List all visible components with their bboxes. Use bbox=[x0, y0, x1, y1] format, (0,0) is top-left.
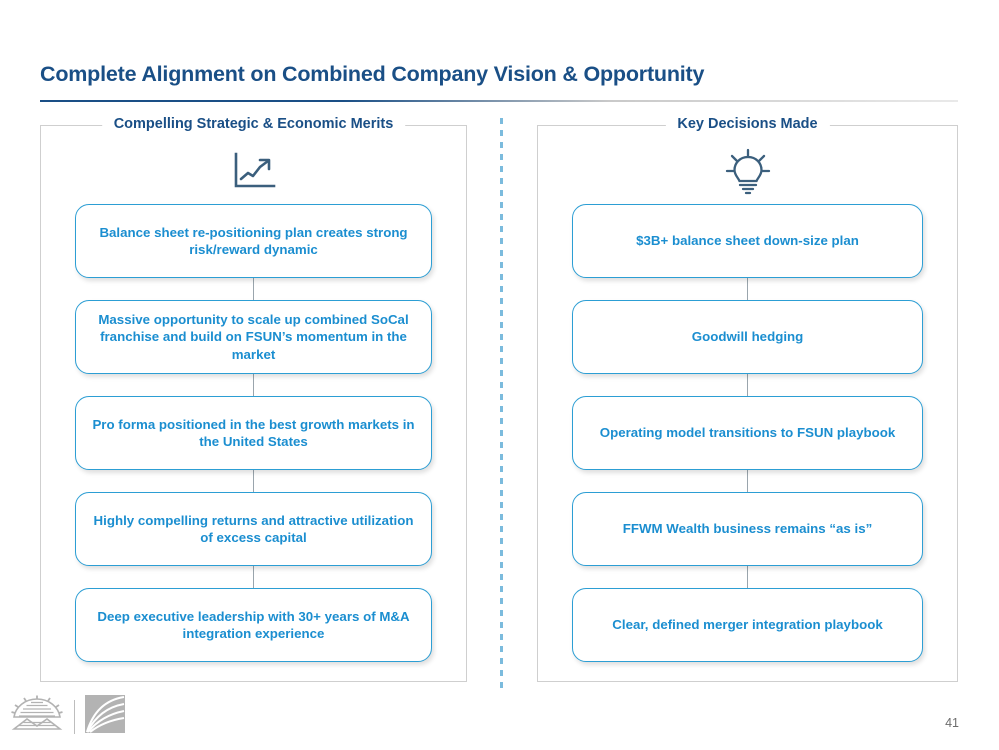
connector-line bbox=[253, 374, 254, 396]
growth-chart-icon bbox=[226, 148, 282, 196]
node-label: Deep executive leadership with 30+ years… bbox=[97, 608, 410, 641]
logo-separator bbox=[74, 699, 75, 734]
lightbulb-icon bbox=[720, 148, 776, 196]
node-wrap: FFWM Wealth business remains “as is” bbox=[572, 492, 923, 566]
list-item[interactable]: Deep executive leadership with 30+ years… bbox=[75, 588, 432, 662]
connector-line bbox=[747, 470, 748, 492]
node-wrap: Goodwill hedging bbox=[572, 300, 923, 374]
node-label: Pro forma positioned in the best growth … bbox=[92, 416, 415, 449]
connector-line bbox=[253, 278, 254, 300]
connector-line bbox=[747, 278, 748, 300]
connector-line bbox=[747, 566, 748, 588]
list-item[interactable]: Clear, defined merger integration playbo… bbox=[572, 588, 923, 662]
node-label: Massive opportunity to scale up combined… bbox=[98, 312, 409, 362]
node-wrap: Clear, defined merger integration playbo… bbox=[572, 588, 923, 662]
node-wrap: Massive opportunity to scale up combined… bbox=[75, 300, 432, 374]
page-number: 41 bbox=[945, 716, 959, 730]
list-item[interactable]: $3B+ balance sheet down-size plan bbox=[572, 204, 923, 278]
node-label: $3B+ balance sheet down-size plan bbox=[636, 233, 859, 249]
node-wrap: Highly compelling returns and attractive… bbox=[75, 492, 432, 566]
wave-mark-logo bbox=[85, 695, 125, 738]
panel-key-decisions: Key Decisions Made $3B+ balance sheet do… bbox=[537, 116, 958, 682]
page-title: Complete Alignment on Combined Company V… bbox=[40, 62, 705, 86]
column-divider bbox=[500, 118, 503, 688]
node-wrap: Balance sheet re-positioning plan create… bbox=[75, 204, 432, 278]
node-wrap: Operating model transitions to FSUN play… bbox=[572, 396, 923, 470]
node-wrap: Deep executive leadership with 30+ years… bbox=[75, 588, 432, 662]
sunrise-mountain-logo bbox=[10, 695, 64, 738]
list-item[interactable]: Massive opportunity to scale up combined… bbox=[75, 300, 432, 374]
right-node-chain: $3B+ balance sheet down-size plan Goodwi… bbox=[572, 204, 923, 662]
connector-line bbox=[253, 470, 254, 492]
title-underline-rule bbox=[40, 100, 958, 102]
connector-line bbox=[747, 374, 748, 396]
panel-strategic-merits: Compelling Strategic & Economic Merits B… bbox=[40, 116, 467, 682]
list-item[interactable]: FFWM Wealth business remains “as is” bbox=[572, 492, 923, 566]
connector-line bbox=[253, 566, 254, 588]
list-item[interactable]: Pro forma positioned in the best growth … bbox=[75, 396, 432, 470]
node-wrap: Pro forma positioned in the best growth … bbox=[75, 396, 432, 470]
left-node-chain: Balance sheet re-positioning plan create… bbox=[75, 204, 432, 662]
panel-heading-right: Key Decisions Made bbox=[665, 116, 830, 132]
node-label: Operating model transitions to FSUN play… bbox=[599, 425, 896, 441]
node-label: FFWM Wealth business remains “as is” bbox=[622, 521, 873, 537]
node-label: Clear, defined merger integration playbo… bbox=[612, 617, 883, 633]
list-item[interactable]: Operating model transitions to FSUN play… bbox=[572, 396, 923, 470]
list-item[interactable]: Balance sheet re-positioning plan create… bbox=[75, 204, 432, 278]
node-label: Highly compelling returns and attractive… bbox=[93, 512, 414, 545]
node-label: Balance sheet re-positioning plan create… bbox=[99, 224, 408, 257]
node-wrap: $3B+ balance sheet down-size plan bbox=[572, 204, 923, 278]
list-item[interactable]: Highly compelling returns and attractive… bbox=[75, 492, 432, 566]
node-label: Goodwill hedging bbox=[691, 329, 804, 345]
footer-logo-group bbox=[10, 695, 125, 738]
panel-heading-left: Compelling Strategic & Economic Merits bbox=[101, 116, 406, 132]
list-item[interactable]: Goodwill hedging bbox=[572, 300, 923, 374]
